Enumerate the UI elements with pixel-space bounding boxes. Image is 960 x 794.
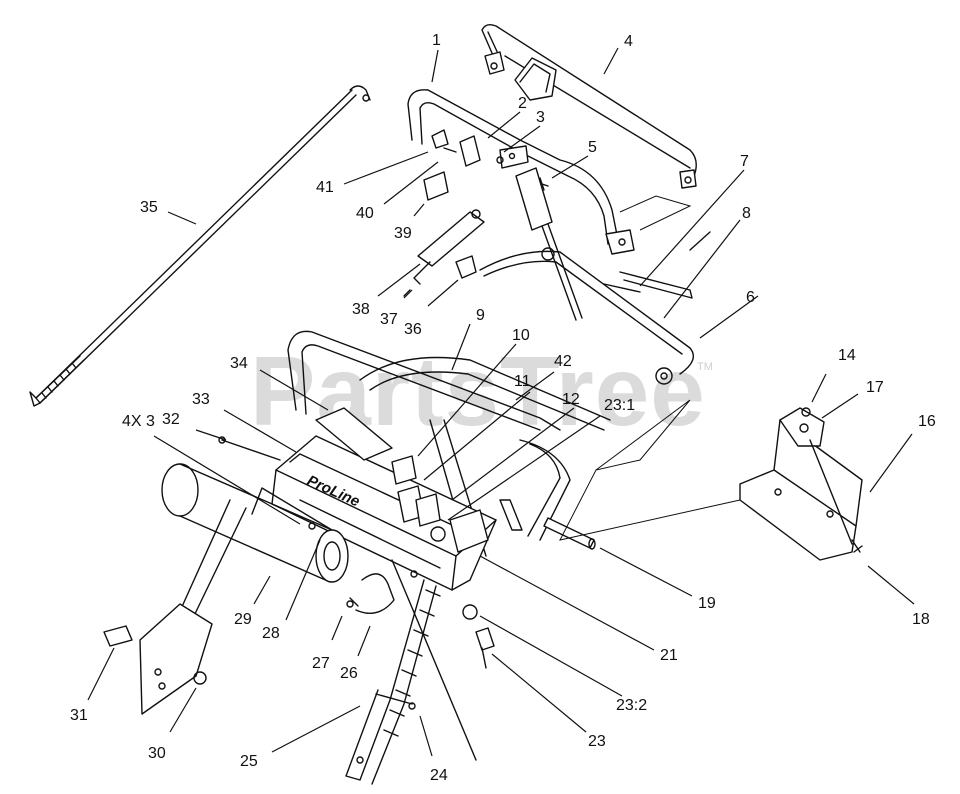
callout-36: 36 [404,321,422,338]
callout-16: 16 [918,413,936,430]
callout-3: 3 [536,109,545,126]
callout-23: 23 [588,733,606,750]
callout-41: 41 [316,179,334,196]
callout-8: 8 [742,205,751,222]
callout-29: 29 [234,611,252,628]
parts-10-11-12-switches [218,407,489,553]
callout-35: 35 [140,199,158,216]
part-26-clamp [346,573,395,614]
part-6-lower-bail [479,231,711,385]
part-19-pin [543,517,596,550]
callout-21: 21 [660,647,678,664]
callout-14: 14 [838,347,856,364]
callout-labels: 1 2 3 4 5 6 7 8 9 10 11 12 14 16 17 18 1… [70,32,936,784]
callout-25: 25 [240,753,258,770]
part-23-fitting [462,604,495,669]
callout-9: 9 [476,307,485,324]
callout-2: 2 [518,95,527,112]
callout-30: 30 [148,745,166,762]
callout-24: 24 [430,767,448,784]
callout-39: 39 [394,225,412,242]
part-16-bracket [739,407,863,561]
callout-33: 33 [192,391,210,408]
part-5-gas-strut [515,167,583,321]
callout-26: 26 [340,665,358,682]
parts-2-3-5-hardware [423,129,549,201]
callout-38: 38 [352,301,370,318]
part-38-link [403,209,485,297]
callout-17: 17 [866,379,884,396]
callout-19: 19 [698,595,716,612]
callout-23-1: 23:1 [604,397,635,414]
callout-4: 4 [624,33,633,50]
callout-5: 5 [588,139,597,156]
part-29-cylinder [161,463,349,583]
callout-4x3: 4X 3 [122,413,155,430]
callout-37: 37 [380,311,398,328]
callout-34: 34 [230,355,248,372]
callout-6: 6 [746,289,755,306]
callout-28: 28 [262,625,280,642]
callout-7: 7 [740,153,749,170]
part-31-bracket [103,499,247,715]
callout-12: 12 [562,391,580,408]
callout-11: 11 [514,373,531,390]
part-25-lower-leg [345,559,477,785]
callout-32: 32 [162,411,180,428]
callout-40: 40 [356,205,374,222]
part-35-control-rod [29,85,371,407]
ground-outline [559,399,741,541]
callout-42: 42 [554,353,572,370]
watermark-text: PartsTree [250,336,706,446]
callout-23-2: 23:2 [616,697,647,714]
watermark-trademark: TM [697,361,713,373]
callout-10: 10 [512,327,530,344]
callout-1: 1 [432,32,441,49]
callout-31: 31 [70,707,88,724]
leader-lines [87,47,915,757]
part-4-bail [481,23,697,189]
callout-27: 27 [312,655,330,672]
callout-18: 18 [912,611,930,628]
part-28-control-panel: ProLine [271,435,497,591]
